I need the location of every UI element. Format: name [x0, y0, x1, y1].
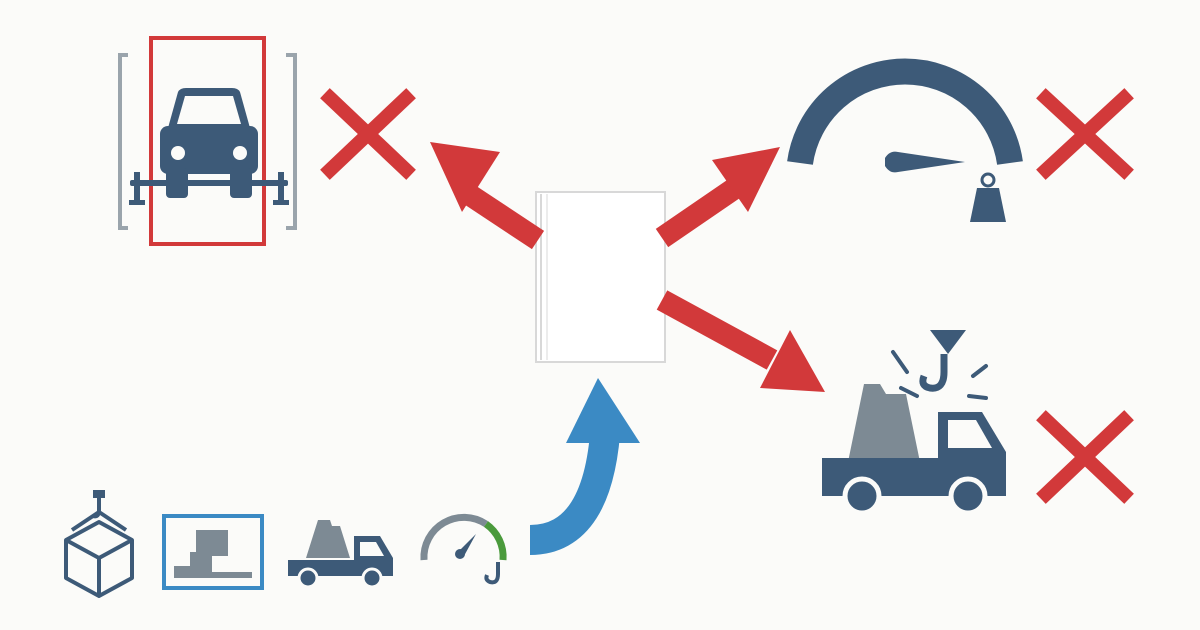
- left-bracket: [118, 53, 128, 230]
- load-gauge-icon: [787, 58, 1023, 222]
- arrow-to-lift-bay: [430, 142, 545, 250]
- red-x-icon: [320, 88, 416, 180]
- arrow-to-crane-truck: [656, 290, 825, 392]
- cargo-truck-icon: [288, 520, 393, 589]
- red-highlight-frame: [149, 36, 266, 246]
- truck-wheel-rear: [842, 476, 882, 516]
- impact-lines: [891, 350, 988, 400]
- stair-step-frame-icon: [162, 514, 264, 590]
- car-windshield: [177, 96, 241, 124]
- truck-window: [948, 420, 992, 448]
- arrow-to-load-gauge: [655, 147, 780, 248]
- gauge-arc: [787, 58, 1023, 166]
- car-headlight-left: [171, 146, 185, 160]
- right-bracket: [286, 53, 297, 230]
- car-headlight-right: [233, 146, 247, 160]
- crane-hook-icon: [919, 330, 966, 392]
- gauge-needle: [885, 151, 965, 173]
- red-x-icon: [1036, 88, 1134, 180]
- crane-hook-box-icon: [64, 490, 134, 598]
- crane-truck-icon: [822, 330, 1006, 516]
- car-lift-bay-icon: [118, 36, 297, 246]
- truck-wheel-front: [948, 476, 988, 516]
- lift-arms: [129, 172, 289, 205]
- weight-icon: [970, 172, 1006, 222]
- arrow-from-source-icons: [529, 378, 640, 555]
- gauge-hook-icon: [420, 513, 507, 585]
- red-x-icon: [1036, 410, 1134, 504]
- blank-document-icon: [535, 191, 666, 363]
- load-weight-icon: [848, 384, 920, 462]
